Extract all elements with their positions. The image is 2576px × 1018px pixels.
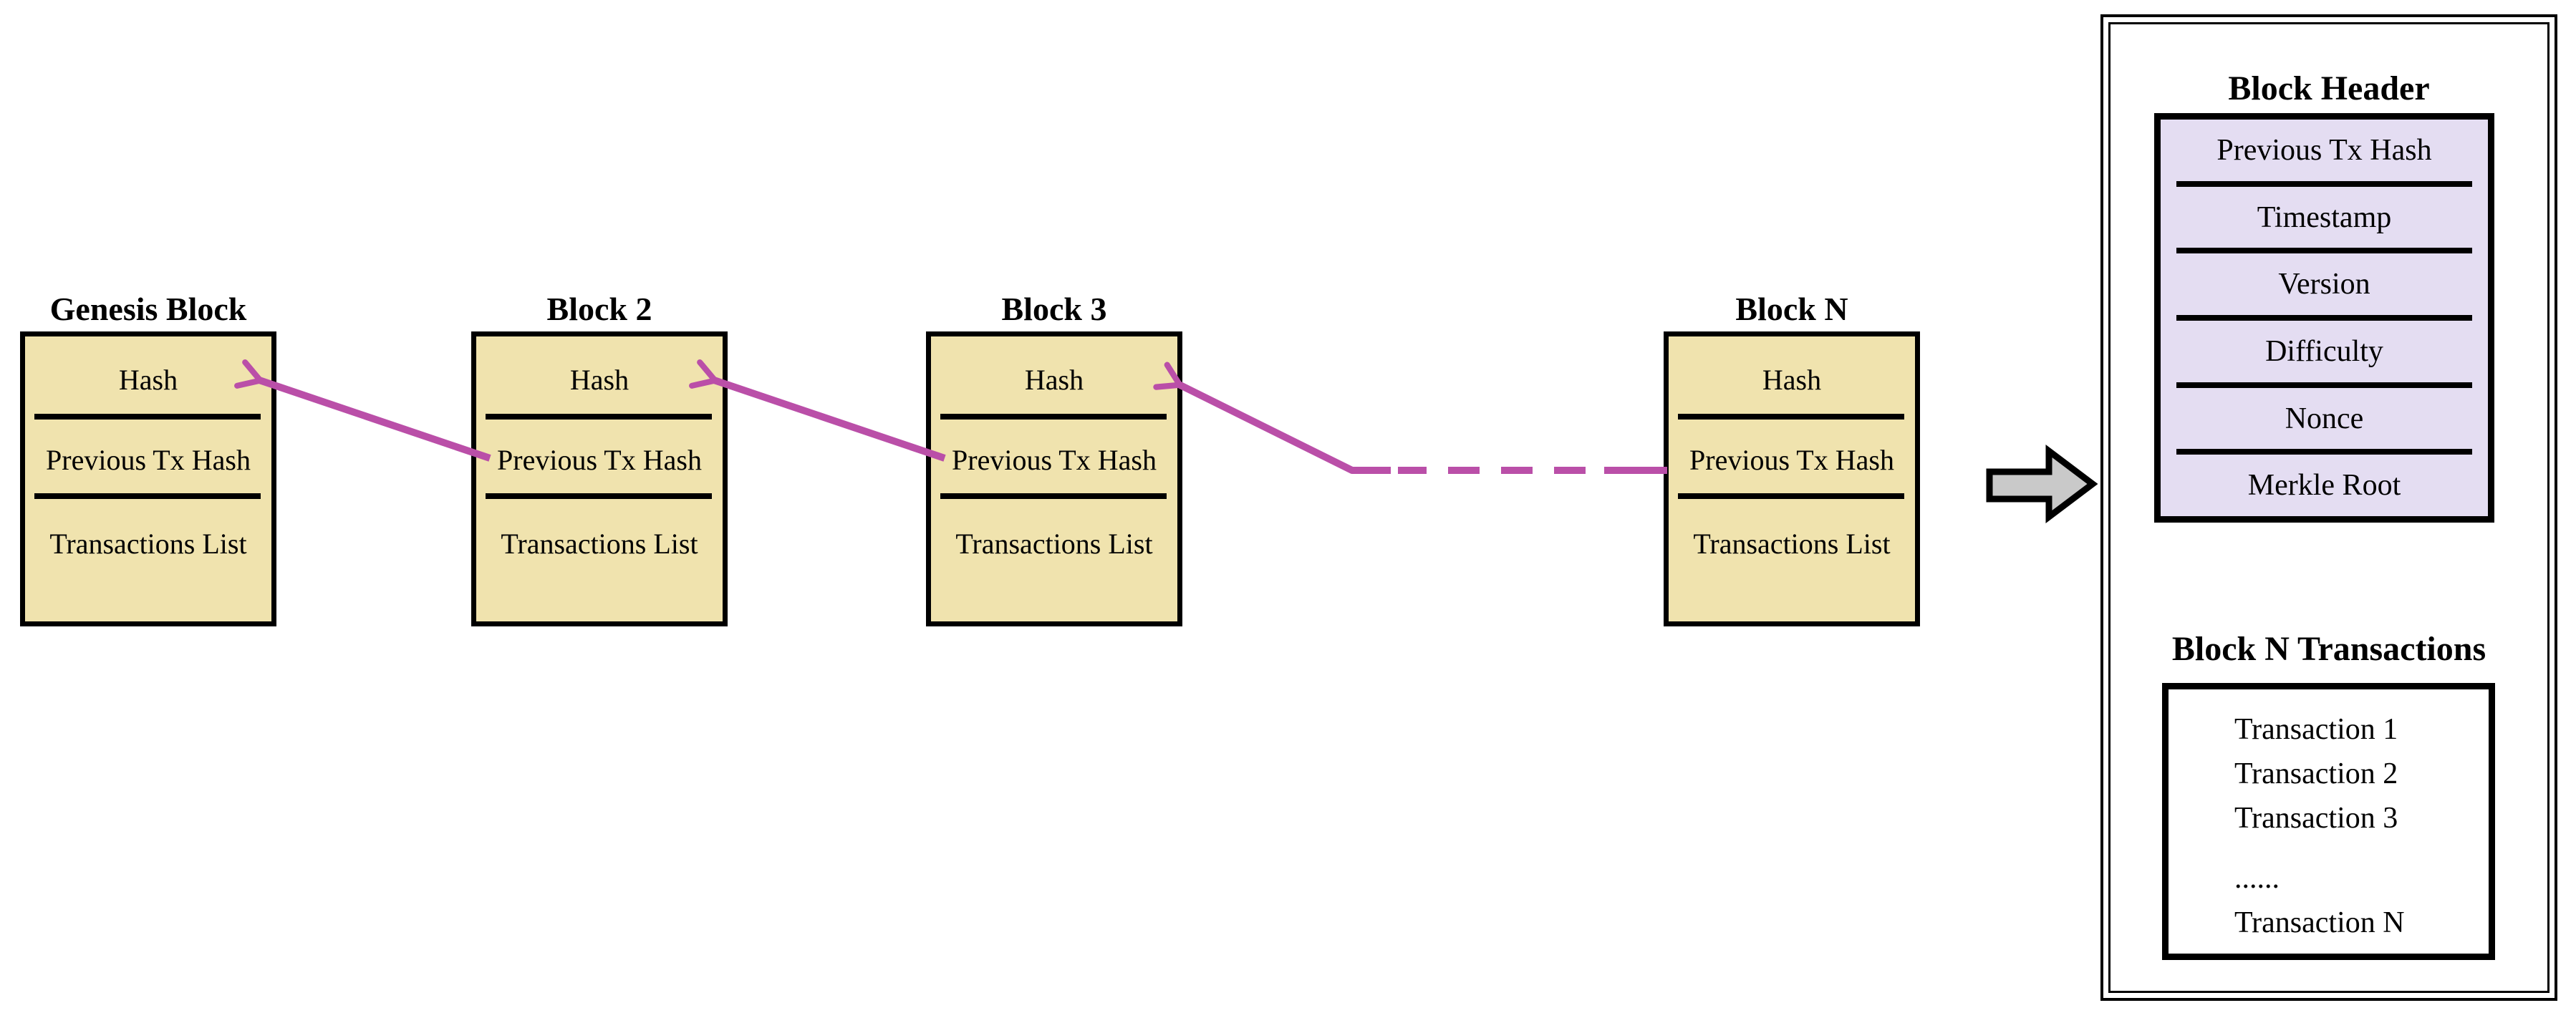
- header-field-nonce: Nonce: [2285, 402, 2364, 435]
- header-divider: [2176, 248, 2472, 254]
- block-prev-tx-hash-row: Previous Tx Hash: [952, 444, 1157, 476]
- block-title: Block 2: [546, 291, 652, 327]
- block-hash-row: Hash: [1024, 364, 1084, 396]
- block-prev-tx-hash-row: Previous Tx Hash: [1689, 444, 1894, 476]
- block-divider: [34, 493, 261, 499]
- detail-panel: Block Header Previous Tx Hash Timestamp …: [2100, 14, 2557, 1001]
- transaction-item: Transaction 3: [2234, 802, 2398, 835]
- block-hash-row: Hash: [118, 364, 178, 396]
- block-header-title: Block Header: [2228, 69, 2430, 107]
- block-transactions-list-row: Transactions List: [955, 528, 1153, 560]
- block-divider: [486, 414, 712, 420]
- block-n: Block N Hash Previous Tx Hash Transactio…: [1664, 293, 1920, 626]
- header-field-previous-tx-hash: Previous Tx Hash: [2216, 133, 2432, 167]
- transaction-item: Transaction 1: [2234, 713, 2398, 746]
- block-divider: [940, 414, 1167, 420]
- block-detail-arrow-icon: [1986, 444, 2098, 524]
- block-divider: [1678, 493, 1904, 499]
- block-header-box: Previous Tx Hash Timestamp Version Diffi…: [2154, 113, 2494, 523]
- block-divider: [486, 493, 712, 499]
- block-hash-row: Hash: [1762, 364, 1822, 396]
- transaction-item-ellipsis: ......: [2234, 862, 2280, 895]
- header-field-merkle-root: Merkle Root: [2247, 469, 2401, 503]
- block-divider: [34, 414, 261, 420]
- block-n-transactions-title: Block N Transactions: [2171, 630, 2486, 668]
- header-divider: [2176, 382, 2472, 388]
- detail-panel-inner: Block Header Previous Tx Hash Timestamp …: [2108, 22, 2550, 993]
- header-divider: [2176, 449, 2472, 455]
- transactions-box: Transaction 1 Transaction 2 Transaction …: [2162, 683, 2495, 960]
- header-divider: [2176, 180, 2472, 187]
- prev-hash-arrow-1: [234, 359, 491, 462]
- block-transactions-list-row: Transactions List: [49, 528, 247, 560]
- header-divider: [2176, 315, 2472, 321]
- block-3: Block 3 Hash Previous Tx Hash Transactio…: [926, 293, 1182, 626]
- prev-hash-arrow-3: [1153, 362, 1391, 474]
- header-field-difficulty: Difficulty: [2265, 334, 2383, 368]
- block-prev-tx-hash-row: Previous Tx Hash: [46, 444, 251, 476]
- block-genesis: Genesis Block Hash Previous Tx Hash Tran…: [20, 293, 276, 626]
- header-field-timestamp: Timestamp: [2257, 200, 2392, 234]
- block-divider: [940, 493, 1167, 499]
- block-transactions-list-row: Transactions List: [1693, 528, 1891, 560]
- block-divider: [1678, 414, 1904, 420]
- block-prev-tx-hash-row: Previous Tx Hash: [497, 444, 702, 476]
- prev-hash-arrow-2: [689, 359, 946, 462]
- block-title: Block N: [1735, 291, 1848, 327]
- block-title: Genesis Block: [49, 291, 247, 327]
- header-field-version: Version: [2278, 268, 2370, 301]
- block-transactions-list-row: Transactions List: [501, 528, 698, 560]
- transaction-item: Transaction N: [2234, 906, 2405, 939]
- block-2: Block 2 Hash Previous Tx Hash Transactio…: [471, 293, 728, 626]
- block-hash-row: Hash: [569, 364, 629, 396]
- block-title: Block 3: [1001, 291, 1107, 327]
- transaction-item: Transaction 2: [2234, 757, 2398, 790]
